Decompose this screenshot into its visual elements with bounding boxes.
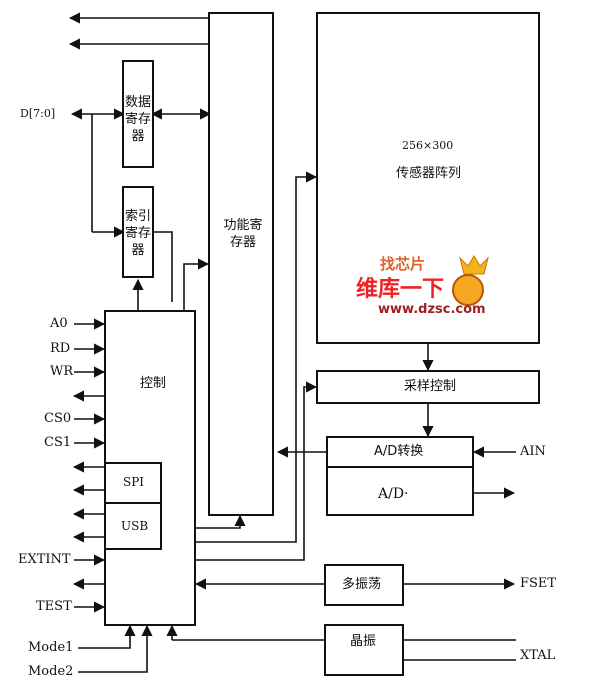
rd-pin-label: RD (50, 341, 71, 356)
spi-block: SPI (104, 462, 162, 504)
usb-label: USB (121, 519, 149, 533)
usb-block: USB (104, 502, 162, 550)
sensor-array-label: 传感器阵列 (396, 166, 462, 181)
watermark-logo-text: 找芯片 (380, 255, 426, 273)
cs0-pin-label: CS0 (44, 411, 72, 426)
ad-convert-label: A/D转换 (374, 444, 424, 459)
multivibrator-block: 多振荡 (324, 564, 404, 606)
ad-divider (328, 466, 472, 468)
crystal-block: 晶振 (324, 624, 404, 676)
a0-pin-label: A0 (50, 316, 68, 331)
watermark-slogan: 维库一下 (356, 277, 445, 302)
mode2-pin-label: Mode2 (28, 664, 74, 679)
sensor-size-label: 256×300 (402, 139, 454, 152)
data-register-block: 数据寄存器 (122, 60, 154, 168)
index-register-label: 索引寄存器 (124, 209, 151, 258)
extint-pin-label: EXTINT (18, 552, 71, 567)
ain-pin-label: AIN (520, 444, 546, 459)
data-register-label: 数据寄存器 (124, 95, 151, 144)
test-pin-label: TEST (36, 599, 72, 614)
index-to-func (152, 231, 173, 302)
xtal-pin-label: XTAL (520, 648, 556, 663)
crystal-label: 晶振 (350, 634, 377, 649)
mode1-wire (78, 624, 136, 649)
control-to-func (183, 258, 210, 310)
watermark-mascot-icon (452, 274, 484, 306)
function-register-block: 功能寄存器 (208, 12, 274, 516)
watermark-logo: 找芯片 (380, 254, 490, 276)
ad-converter-block: A/D转换 A/D· (326, 436, 474, 516)
sampling-control-block: 采样控制 (316, 370, 540, 404)
fset-pin-label: FSET (520, 576, 557, 591)
spi-label: SPI (123, 475, 145, 489)
watermark-url: www.dzsc.com (378, 302, 486, 317)
crown-icon (459, 255, 489, 275)
control-label: 控制 (140, 376, 167, 391)
cs1-pin-label: CS1 (44, 435, 72, 450)
control-to-func-bottom (194, 514, 246, 529)
function-register-label: 功能寄存器 (223, 218, 263, 250)
mode1-pin-label: Mode1 (28, 640, 74, 655)
ad-label: A/D· (378, 486, 409, 502)
sampling-control-label: 采样控制 (404, 379, 457, 394)
index-register-block: 索引寄存器 (122, 186, 154, 278)
multivibrator-label: 多振荡 (342, 577, 382, 592)
control-to-sample (194, 381, 318, 561)
d-bus-pin-label: D[7:0] (20, 107, 56, 120)
sensor-array-block: 256×300 传感器阵列 (316, 12, 540, 344)
wr-pin-label: WR (50, 364, 74, 379)
mode2-wire (78, 624, 153, 673)
control-to-sensor (194, 171, 318, 543)
